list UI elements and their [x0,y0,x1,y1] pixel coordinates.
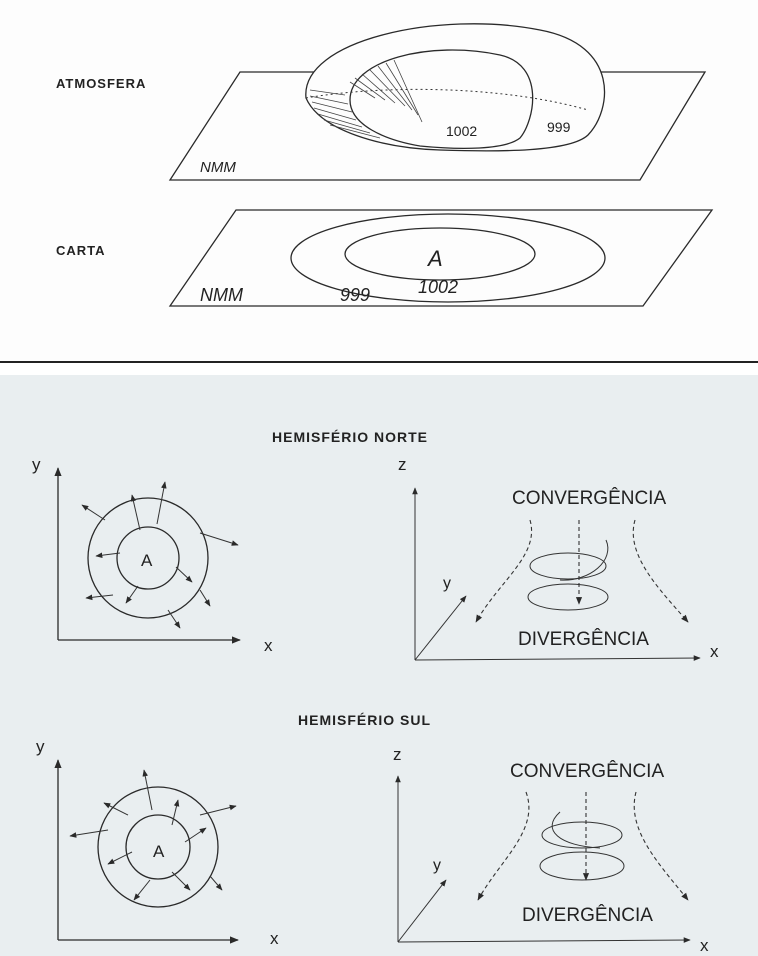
south-divergencia: DIVERGÊNCIA [522,904,653,926]
north-divergencia: DIVERGÊNCIA [518,628,649,650]
top-panel: ATMOSFERA NMM 1002 999 CARTA NMM A 1002 … [0,0,758,363]
south-title: HEMISFÉRIO SUL [298,712,431,728]
south-y3d-label: y [433,857,441,874]
center-a-top: A [426,246,443,271]
atmosfera-label: ATMOSFERA [56,76,146,91]
carta-isobar-1002 [344,227,536,281]
south-y3d-axis [397,879,447,943]
south-flow [477,791,689,901]
north-y-label: y [32,455,41,474]
bottom-panel-background [0,375,758,956]
carta-isobar-999 [290,213,606,303]
north-outer-isobar [87,497,209,619]
isobar-1002-bottom: 1002 [418,277,458,297]
north-inner-isobar [116,526,180,590]
north-y3d-axis [414,595,467,661]
south-inner-isobar [125,814,191,880]
nmm-bottom-label: NMM [200,285,243,305]
north-y3d-label: y [443,575,451,592]
isobar-999-top: 999 [547,119,571,135]
north-title: HEMISFÉRIO NORTE [272,429,428,445]
north-x-label: x [264,636,273,655]
dome-inner [349,49,534,150]
north-outflow-arrows [81,481,239,629]
isobar-999-bottom: 999 [340,285,370,305]
north-flow [475,519,689,623]
north-x3d-axis [414,655,701,661]
south-y-label: y [36,737,45,756]
north-x3d-label: x [710,642,719,661]
south-z-label: z [393,745,402,764]
carta-label: CARTA [56,243,106,258]
north-center-a: A [141,551,153,570]
isobar-1002-top: 1002 [446,123,477,139]
north-z-label: z [398,455,407,474]
atmosphere-plane [168,71,707,181]
south-x3d-label: x [700,936,709,955]
south-outer-isobar [97,786,219,908]
north-convergencia: CONVERGÊNCIA [512,487,666,509]
bottom-panel: HEMISFÉRIO NORTE y x A z y x CONVERGÊNCI… [0,375,758,956]
south-center-a: A [153,842,165,861]
south-x3d-axis [397,937,691,943]
south-outflow-arrows [69,769,237,901]
south-convergencia: CONVERGÊNCIA [510,760,664,782]
nmm-top-label: NMM [200,159,236,176]
carta-plane [168,209,714,307]
dome-hatching [309,59,423,139]
south-x-label: x [270,929,279,948]
